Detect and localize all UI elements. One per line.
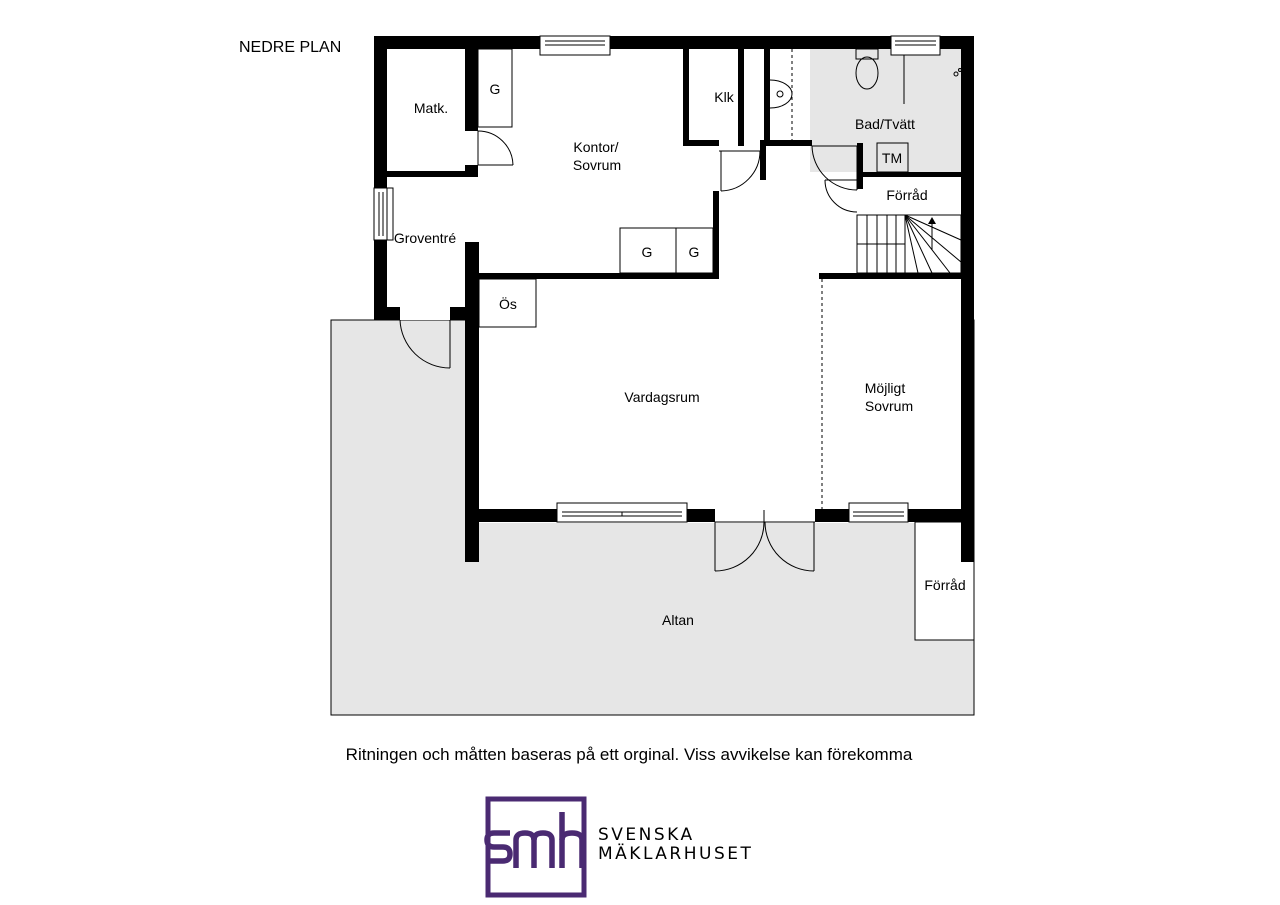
door-altan-double [714, 510, 815, 572]
label-tm: TM [882, 150, 902, 166]
disclaimer: Ritningen och måtten baseras på ett orgi… [346, 745, 913, 764]
window-mojligt-sovrum [848, 502, 909, 523]
door-klk [719, 150, 761, 192]
brand-logo: SVENSKA MÄKLARHUSET [484, 796, 753, 898]
label-closet-g3: G [689, 244, 700, 260]
label-groventre: Groventré [394, 230, 456, 246]
label-klk: Klk [714, 89, 734, 105]
label-vardagsrum: Vardagsrum [624, 389, 699, 405]
door-groventre-entry [399, 319, 451, 369]
label-closet-g1: G [490, 81, 501, 97]
label-closet-g2: G [642, 244, 653, 260]
walls [374, 36, 974, 562]
window-vardagsrum [556, 502, 688, 523]
label-mojligt-line2: Sovrum [865, 398, 913, 414]
door-matk [477, 130, 514, 166]
label-kontor-line1: Kontor/ [573, 139, 618, 155]
toilet-icon [855, 48, 879, 90]
plan-title: NEDRE PLAN [239, 39, 341, 56]
door-forrad-upper [824, 179, 858, 213]
stairs-arrow-icon [928, 217, 936, 224]
shower-icon [903, 55, 962, 104]
label-altan: Altan [662, 612, 694, 628]
stairs [856, 214, 962, 274]
tm-box [876, 142, 909, 173]
doors [399, 130, 858, 572]
closet-g3 [675, 227, 714, 274]
window-top-kontor [539, 35, 611, 56]
brand-name-line2: MÄKLARHUSET [598, 843, 753, 864]
label-forrad-lower: Förråd [924, 577, 965, 593]
label-forrad-upper: Förråd [886, 187, 927, 203]
brand-name-line1: SVENSKA [598, 825, 695, 845]
door-bad [811, 145, 858, 191]
os-box [478, 278, 537, 328]
closet-g1 [477, 48, 513, 128]
label-os: Ös [499, 295, 517, 312]
window-top-bad [890, 35, 941, 56]
windows [373, 35, 941, 523]
label-matk: Matk. [414, 100, 448, 116]
label-kontor-line2: Sovrum [573, 157, 621, 173]
room-labels: Matk. G Kontor/ Sovrum Klk Bad/Tvätt TM … [394, 81, 966, 628]
label-bad: Bad/Tvätt [855, 116, 915, 132]
window-left-groventre [373, 187, 394, 241]
label-mojligt-line1: Möjligt [865, 380, 906, 396]
fixtures [477, 48, 962, 509]
smh-logo-icon [484, 796, 587, 898]
